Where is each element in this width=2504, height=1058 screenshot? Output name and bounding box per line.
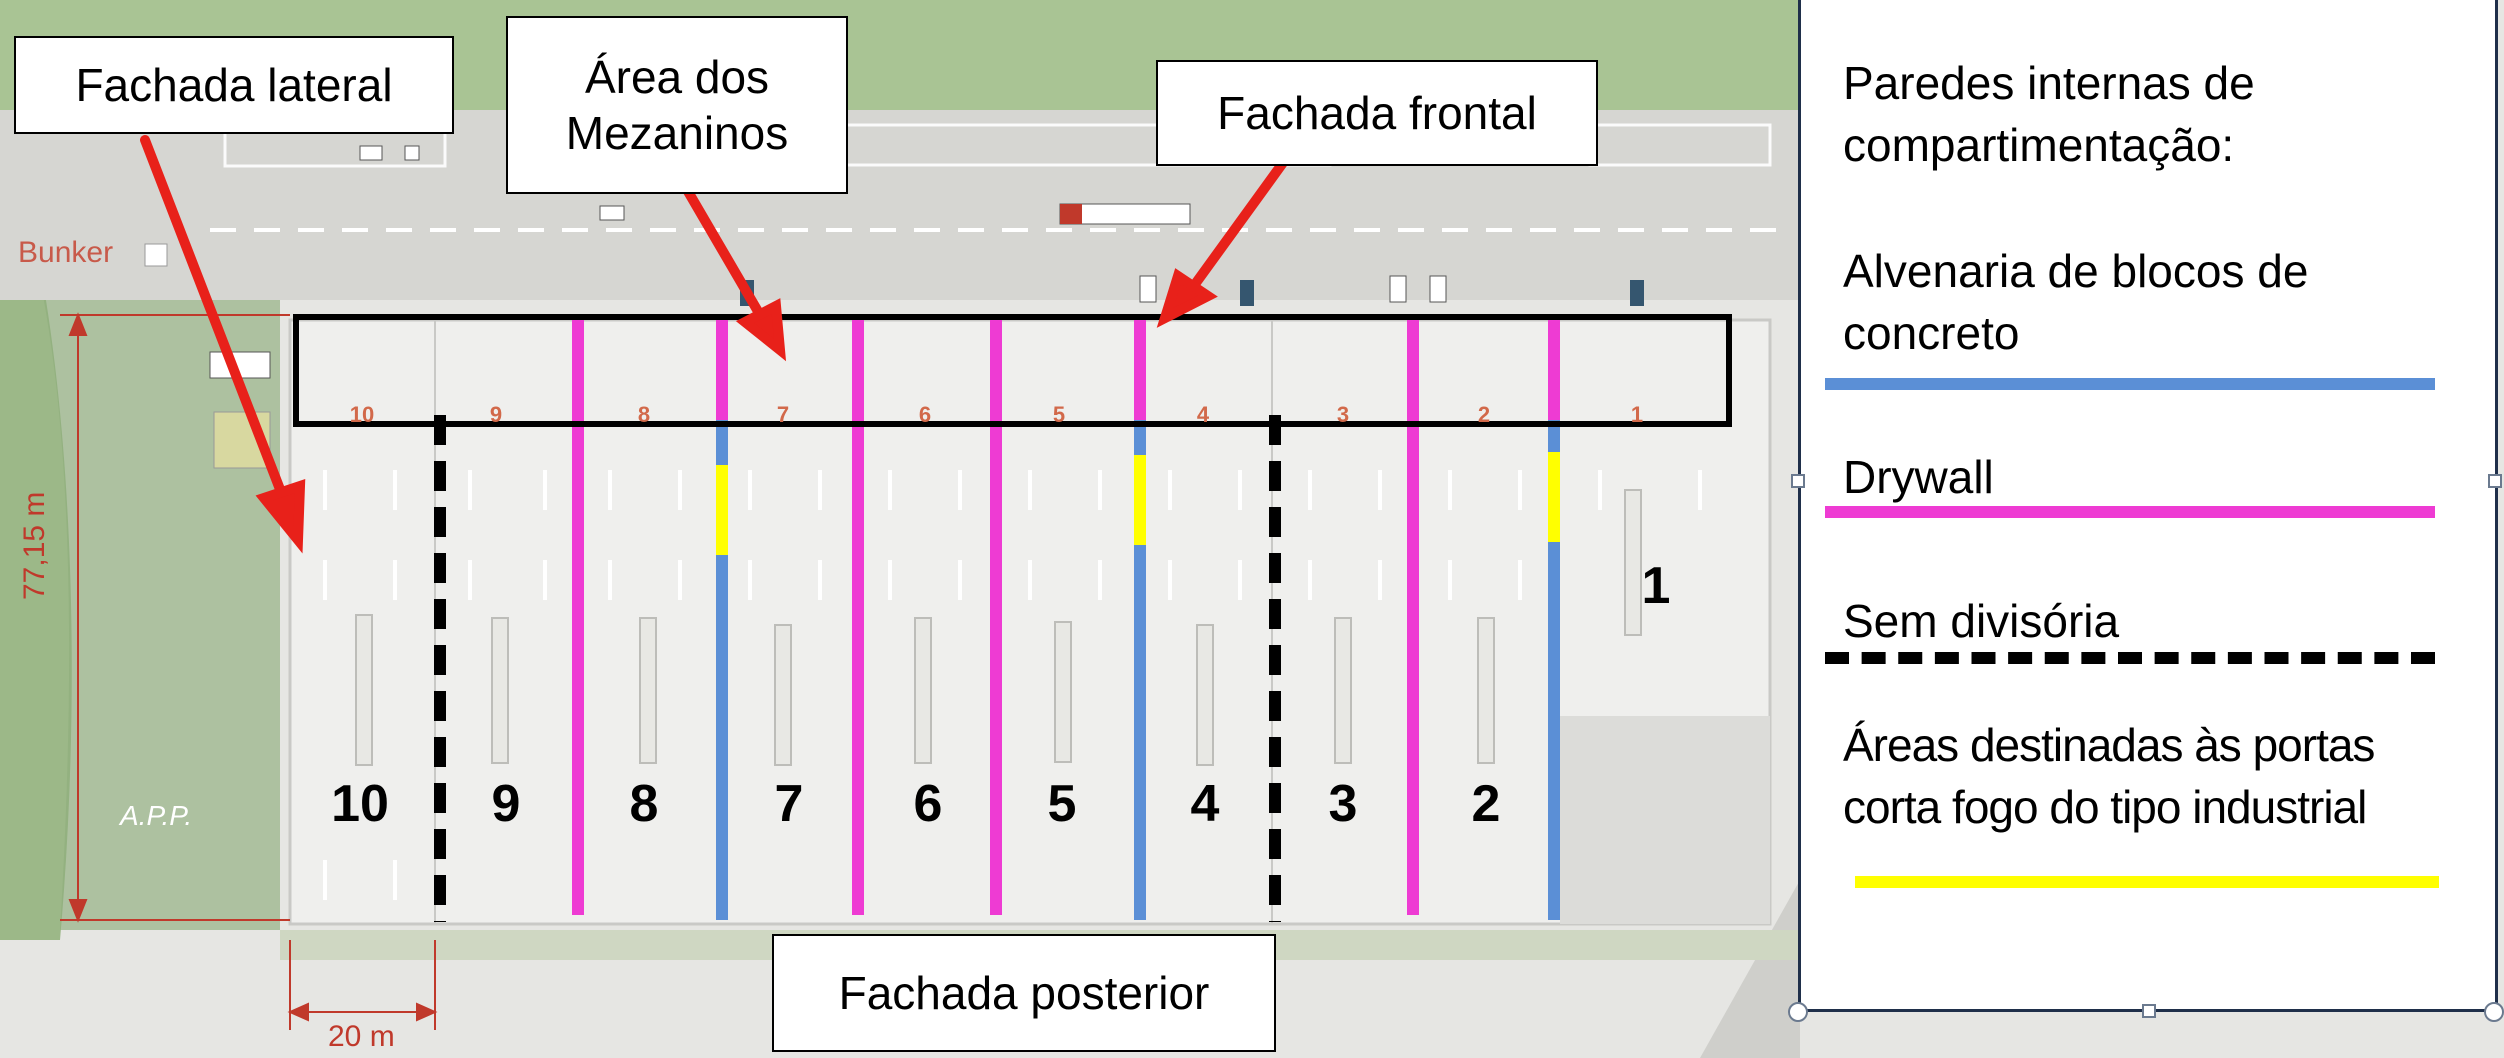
unit-number: 10 bbox=[331, 775, 389, 833]
mezzanine-number: 3 bbox=[1336, 402, 1350, 427]
legend-concrete-swatch bbox=[1825, 378, 2435, 390]
callout-fachada-frontal: Fachada frontal bbox=[1156, 60, 1598, 166]
mezzanine-number: 1 bbox=[1630, 402, 1644, 427]
mezzanine-number: 4 bbox=[1196, 402, 1210, 427]
site-plan-drawing bbox=[0, 0, 1800, 1058]
legend-item-label: Sem divisória bbox=[1843, 595, 2120, 647]
unit-number: 6 bbox=[913, 775, 943, 833]
unit-number: 4 bbox=[1190, 775, 1220, 833]
resize-handle[interactable] bbox=[1791, 474, 1805, 488]
legend-title: Paredes internas de compartimentação: bbox=[1843, 57, 2255, 171]
mezzanine-number: 5 bbox=[1052, 402, 1066, 427]
resize-handle[interactable] bbox=[1788, 1002, 1808, 1022]
app-label: A.P.P. bbox=[120, 800, 193, 831]
legend-fire-door-swatch bbox=[1855, 876, 2439, 888]
mezzanine-number: 2 bbox=[1477, 402, 1491, 427]
height-dimension-label: 77,15 m bbox=[18, 491, 51, 600]
width-dimension-label: 20 m bbox=[328, 1020, 395, 1053]
legend-item-label: Alvenaria de blocos de concreto bbox=[1843, 245, 2309, 359]
legend-item-label: Áreas destinadas às portas corta fogo do… bbox=[1843, 719, 2375, 833]
legend-item-label: Drywall bbox=[1843, 451, 1994, 503]
callout-fachada-lateral: Fachada lateral bbox=[14, 36, 454, 134]
legend-drywall-swatch bbox=[1825, 506, 2435, 518]
unit-number: 2 bbox=[1471, 775, 1501, 833]
mezzanine-number: 8 bbox=[637, 402, 651, 427]
resize-handle[interactable] bbox=[2488, 474, 2502, 488]
resize-handle[interactable] bbox=[2142, 1004, 2156, 1018]
legend-panel: Paredes internas de compartimentação: Al… bbox=[1798, 0, 2498, 1012]
bunker-label: Bunker bbox=[18, 236, 114, 269]
unit-number: 5 bbox=[1047, 775, 1077, 833]
unit-number: 9 bbox=[491, 775, 521, 833]
mezzanine-number: 6 bbox=[918, 402, 932, 427]
unit-number: 7 bbox=[774, 775, 804, 833]
callout-area-mezaninos: Área dos Mezaninos bbox=[506, 16, 848, 194]
mezzanine-number: 9 bbox=[489, 402, 503, 427]
site-plan: 10 9 8 7 6 5 4 3 2 1 10 9 8 7 6 5 4 3 2 … bbox=[0, 0, 1800, 1058]
mezzanine-number: 7 bbox=[776, 402, 790, 427]
mezzanine-number: 10 bbox=[349, 402, 375, 427]
unit-number: 3 bbox=[1328, 775, 1358, 833]
legend-no-division-swatch bbox=[1825, 652, 2435, 664]
resize-handle[interactable] bbox=[2484, 1002, 2504, 1022]
unit-number: 8 bbox=[629, 775, 659, 833]
unit-number: 1 bbox=[1641, 557, 1671, 615]
callout-fachada-posterior: Fachada posterior bbox=[772, 934, 1276, 1052]
